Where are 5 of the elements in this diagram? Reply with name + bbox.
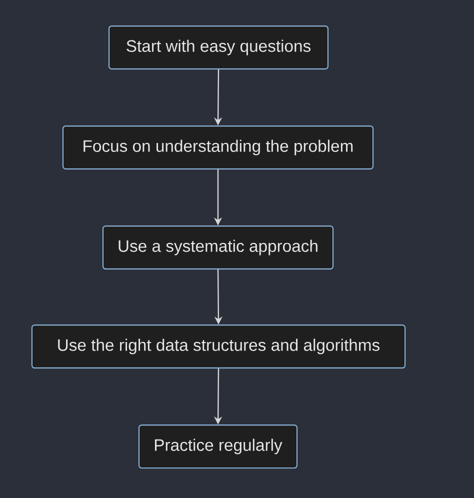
process-box: Use a systematic approach bbox=[102, 226, 334, 270]
process-box: Practice regularly bbox=[138, 424, 298, 468]
process-box: Use the right data structures and algorithms bbox=[31, 324, 406, 368]
process-box: Focus on understanding the problem bbox=[62, 126, 374, 170]
process-box: Start with easy questions bbox=[108, 26, 328, 70]
